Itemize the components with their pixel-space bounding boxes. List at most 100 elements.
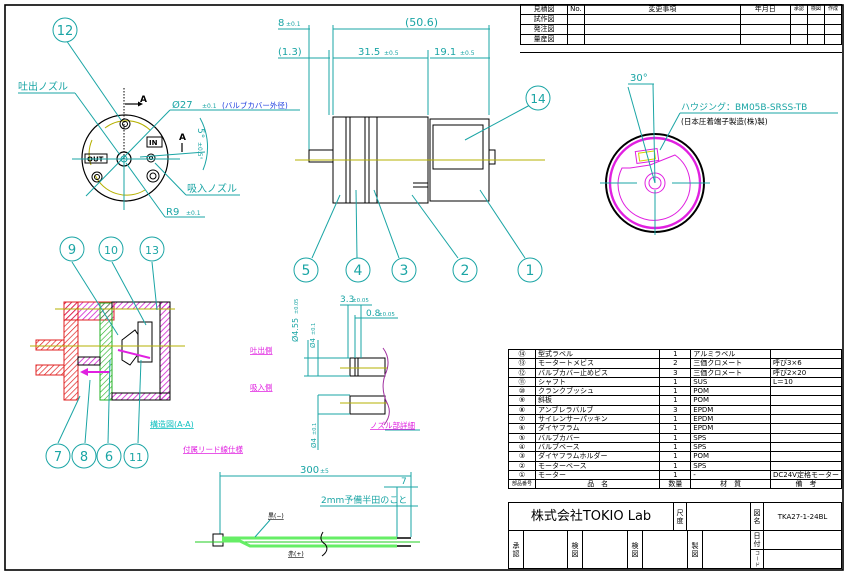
diameter-tol: ±0.1 — [202, 103, 217, 110]
parts-cell-name: バルブカバー — [534, 432, 661, 443]
dim-3-3-tol: ±0.05 — [352, 298, 369, 304]
parts-cell-note — [769, 386, 843, 397]
balloon-6: 6 — [105, 450, 113, 465]
revision-table: 見積図 No. 変更事項 年月日 承認 検図 作成 試作図 発注図 量産図 — [519, 4, 843, 45]
section-title: 構造図(A-A) — [150, 419, 194, 429]
dim-19-1-tol: ±0.5 — [460, 50, 475, 57]
rev-change-header: 変更事項 — [584, 4, 741, 15]
dia-4-55-tol: ±0.05 — [294, 299, 300, 314]
parts-cell-note — [769, 395, 843, 406]
dim-0-8-tol: ±0.05 — [378, 312, 395, 318]
parts-cell-qty: 1 — [659, 451, 692, 462]
parts-cell-material: EPDM — [690, 414, 771, 425]
lead-length-tol: ±5 — [320, 468, 329, 475]
parts-cell-qty: 1 — [659, 423, 692, 434]
parts-header-name: 品 名 — [534, 479, 661, 490]
parts-cell-name: クランクブッシュ — [534, 386, 661, 397]
parts-header-note: 備 考 — [769, 479, 843, 490]
parts-cell-material: SUS — [690, 376, 771, 388]
balloon-2: 2 — [461, 263, 470, 279]
section-mark-right: A — [179, 133, 186, 143]
company-name: 株式会社TOKIO Lab — [508, 502, 674, 531]
balloon-3: 3 — [400, 263, 409, 279]
parts-cell-qty: 1 — [659, 432, 692, 443]
parts-cell-name: バルブベース — [534, 441, 661, 453]
parts-cell-material: 三価クロメート — [690, 367, 771, 378]
scale-value — [686, 502, 751, 531]
balloon-14: 14 — [530, 92, 545, 106]
drawing-name-label: 図名 — [750, 502, 764, 531]
parts-cell-name: モータートメビス — [534, 358, 661, 369]
diameter-note: (バルブカバー外径) — [222, 100, 288, 110]
rear-angle: 30° — [630, 73, 648, 84]
parts-cell-no: ⑭ — [508, 348, 536, 360]
in-label: IN — [149, 139, 158, 147]
parts-cell-qty: 1 — [659, 414, 692, 425]
front-view: IN OUT A A 12 吐出ノズル Ø27 ±0.1 (バルブカバー外径) … — [18, 17, 300, 218]
rev-row-label: 発注図 — [519, 24, 569, 35]
balloon-1: 1 — [526, 263, 535, 279]
balloon-13: 13 — [145, 244, 159, 257]
parts-cell-qty: 1 — [659, 376, 692, 388]
parts-cell-material: - — [690, 469, 771, 481]
parts-cell-no: ① — [508, 469, 536, 481]
balloon-12: 12 — [57, 24, 74, 39]
check2-label: 検図 — [627, 530, 643, 569]
parts-cell-no: ⑥ — [508, 423, 536, 434]
dia-4-b: Ø4 — [310, 437, 318, 448]
angle-dim: 5° — [195, 128, 205, 138]
parts-cell-qty: 1 — [659, 395, 692, 406]
strip-length: 7 — [401, 477, 407, 487]
parts-cell-material: POM — [690, 386, 771, 397]
rev-date-header: 年月日 — [739, 4, 791, 15]
rev-row-label: 見積図 — [519, 4, 569, 15]
balloon-5: 5 — [302, 263, 311, 279]
code-label: コード — [750, 549, 764, 569]
discharge-nozzle-label: 吐出ノズル — [18, 80, 68, 93]
draft-stamp — [702, 530, 751, 569]
parts-cell-material: POM — [690, 451, 771, 462]
radius-dim: R9 — [166, 207, 179, 218]
draft-label: 製図 — [687, 530, 703, 569]
parts-cell-note: L＝10 — [769, 376, 843, 388]
radius-tol: ±0.1 — [186, 210, 201, 217]
parts-cell-no: ⑨ — [508, 395, 536, 406]
approve-label: 承認 — [508, 530, 524, 569]
approve-stamp — [523, 530, 568, 569]
diameter-dim: Ø27 — [172, 99, 193, 111]
parts-cell-no: ⑬ — [508, 358, 536, 369]
parts-cell-no: ⑤ — [508, 432, 536, 443]
parts-cell-no: ⑦ — [508, 414, 536, 425]
parts-cell-qty: 3 — [659, 367, 692, 378]
parts-header-material: 材 質 — [690, 479, 771, 490]
rev-row-label: 試作図 — [519, 14, 569, 25]
parts-cell-note — [769, 423, 843, 434]
rev-table-divider — [520, 52, 842, 53]
parts-cell-name: 型式ラベル — [534, 348, 661, 360]
dim-8-tol: ±0.1 — [286, 21, 301, 28]
dia-4-a-tol: ±0.1 — [311, 323, 317, 335]
parts-cell-qty: 1 — [659, 460, 692, 471]
parts-cell-name: モーター — [534, 469, 661, 481]
parts-cell-no: ③ — [508, 451, 536, 462]
parts-cell-qty: 1 — [659, 441, 692, 453]
date-label: 日付 — [750, 530, 764, 550]
parts-cell-qty: 1 — [659, 348, 692, 360]
discharge-side-label: 吐出側 — [250, 345, 273, 355]
rev-row-label: 量産図 — [519, 34, 569, 45]
dim-total: (50.6) — [405, 16, 438, 29]
nozzle-detail: 吐出側 吸入側 3.3 ±0.05 0.8 ±0.0 — [250, 295, 420, 450]
